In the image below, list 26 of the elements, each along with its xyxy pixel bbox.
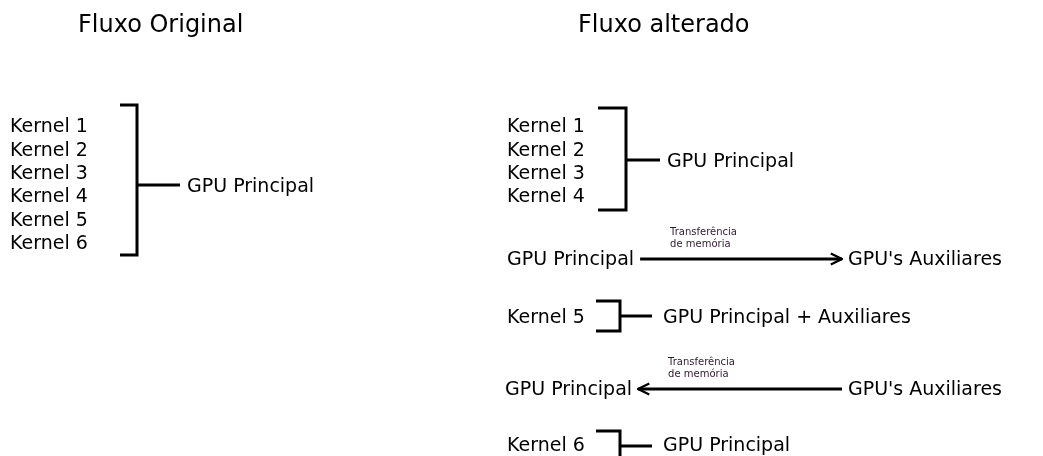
heading: Fluxo alterado — [578, 10, 750, 38]
text-label: Kernel 1 — [507, 114, 585, 136]
text-label: GPU Principal + Auxiliares — [663, 305, 911, 327]
text-label: Kernel 3 — [10, 161, 88, 183]
text-label: Kernel 4 — [507, 184, 585, 206]
text-label: Kernel 5 — [507, 305, 585, 327]
arrow — [636, 382, 842, 396]
text-label: Kernel 1 — [10, 114, 88, 136]
text-label: Kernel 3 — [507, 161, 585, 183]
text-label: GPU Principal — [663, 433, 791, 455]
edge-label: Transferência de memória — [670, 226, 738, 250]
text-label: Kernel 5 — [10, 208, 88, 230]
node-label: GPU Principal — [507, 247, 635, 269]
node-label: GPU Principal — [505, 377, 633, 399]
node-label: GPU's Auxiliares — [848, 247, 1002, 269]
text-label: GPU Principal — [667, 149, 795, 171]
arrow — [640, 252, 844, 266]
text-label: GPU Principal — [187, 174, 315, 196]
heading: Fluxo Original — [78, 10, 244, 38]
text-label: Kernel 6 — [507, 433, 585, 455]
node-label: GPU's Auxiliares — [848, 377, 1002, 399]
text-label: Kernel 4 — [10, 184, 88, 206]
text-label: Kernel 2 — [10, 138, 88, 160]
text-label: Kernel 6 — [10, 231, 88, 253]
edge-label: Transferência de memória — [668, 356, 736, 380]
text-label: Kernel 2 — [507, 138, 585, 160]
